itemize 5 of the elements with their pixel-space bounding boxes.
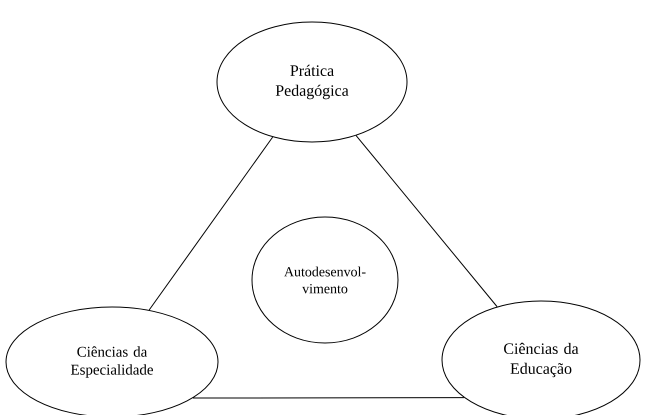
ellipse-node: Prática Pedagógica xyxy=(216,22,408,142)
connector-line xyxy=(192,397,464,399)
ellipse-node: Autodesenvol- vimento xyxy=(252,216,398,344)
connector-line xyxy=(356,135,498,308)
connector-line xyxy=(148,136,274,310)
